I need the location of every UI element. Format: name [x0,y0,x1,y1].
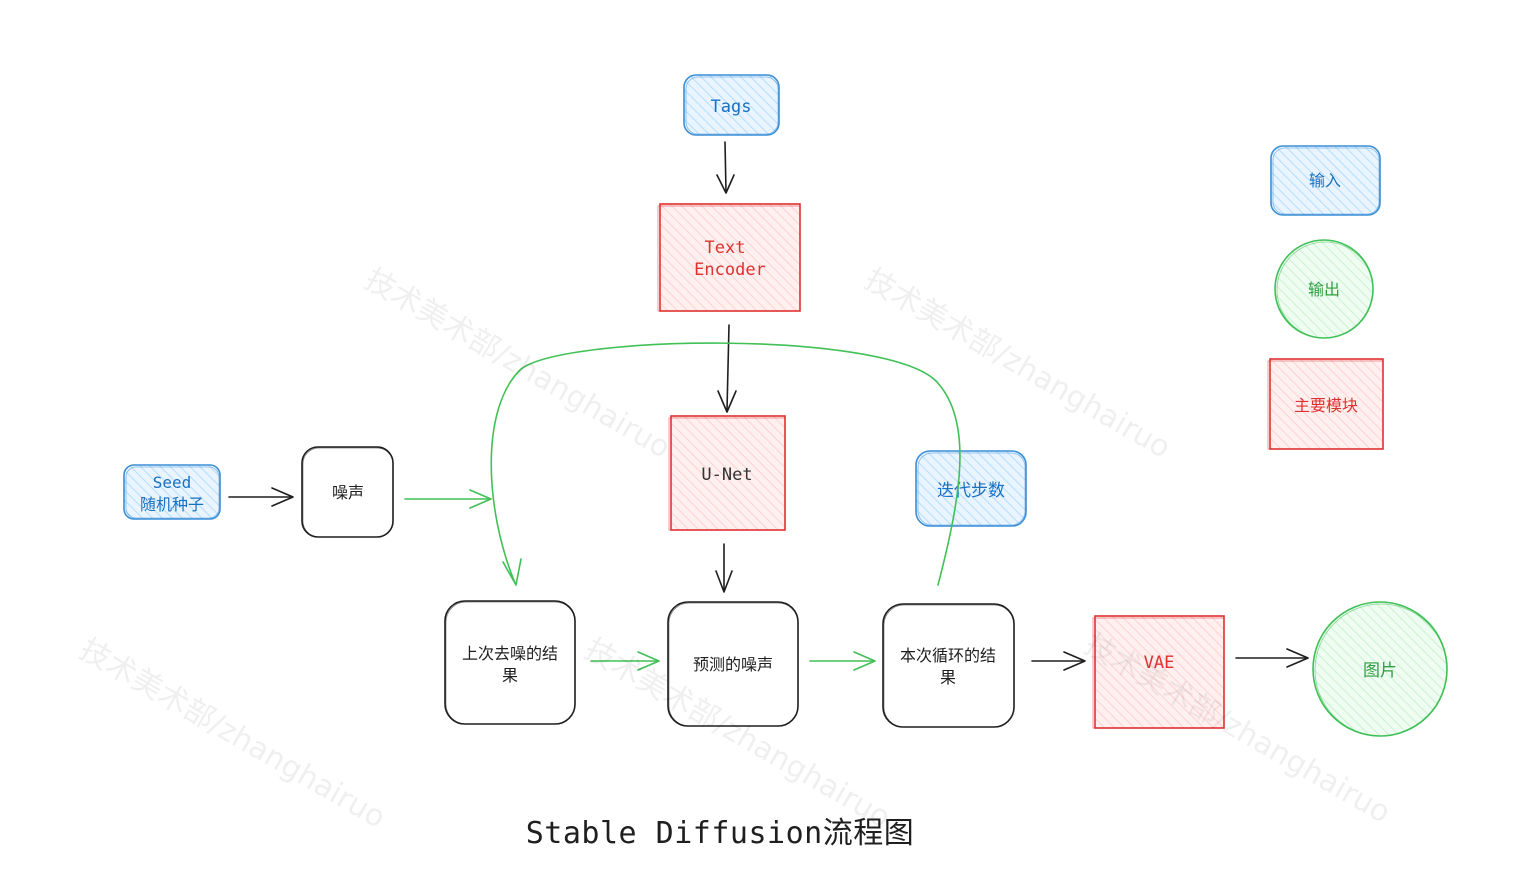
vae-node: VAE [1092,615,1225,729]
unet-label: U-Net [701,465,752,485]
text-encoder-node: Text Encoder [657,203,801,312]
arrow-current-result-to-vae [1031,651,1086,671]
noise-node: 噪声 [301,446,394,538]
seed-label-line2: 随机种子 [140,495,204,514]
legend-output-label: 输出 [1308,280,1340,299]
loop-arrow-current-to-prev [490,342,961,586]
predicted-noise-node: 预测的噪声 [667,601,799,727]
arrow-tags-to-text-encoder [716,141,735,194]
legend-input-node: 输入 [1270,145,1381,216]
current-result-label-line2: 果 [940,668,956,687]
image-output-node: 图片 [1312,601,1448,737]
prev-result-label-line2: 果 [502,666,518,685]
legend-output-node: 输出 [1274,239,1374,339]
vae-label: VAE [1144,653,1175,673]
arrow-unet-to-predicted-noise [715,543,733,593]
predicted-noise-label: 预测的噪声 [693,655,773,674]
prev-result-label-line1: 上次去噪的结 [462,644,558,663]
text-encoder-label-line2: Encoder [694,260,766,280]
arrow-prev-result-to-predicted-noise [590,651,660,671]
legend-input-label: 输入 [1309,171,1341,190]
current-result-node: 本次循环的结 果 [882,603,1015,728]
noise-label: 噪声 [332,483,364,502]
arrow-text-encoder-to-unet [717,324,737,413]
seed-label-line1: Seed [153,473,192,492]
diagram-caption: Stable Diffusion流程图 [525,816,915,851]
unet-node: U-Net [668,415,786,531]
arrow-seed-to-noise [228,487,294,507]
arrow-predicted-noise-to-current-result [809,651,876,671]
text-encoder-label-line1: Text [705,238,746,258]
iterations-node: 迭代步数 [915,450,1027,527]
tags-label: Tags [711,97,752,117]
legend-module-node: 主要模块 [1267,358,1384,450]
arrow-noise-to-loop [404,489,492,509]
image-output-label: 图片 [1363,661,1397,681]
seed-node: Seed 随机种子 [123,464,221,520]
legend-module-label: 主要模块 [1294,396,1358,415]
iterations-label: 迭代步数 [937,481,1005,501]
arrow-vae-to-image [1235,648,1309,668]
tags-node: Tags [683,74,780,136]
current-result-label-line1: 本次循环的结 [900,646,996,665]
prev-result-node: 上次去噪的结 果 [444,600,576,725]
